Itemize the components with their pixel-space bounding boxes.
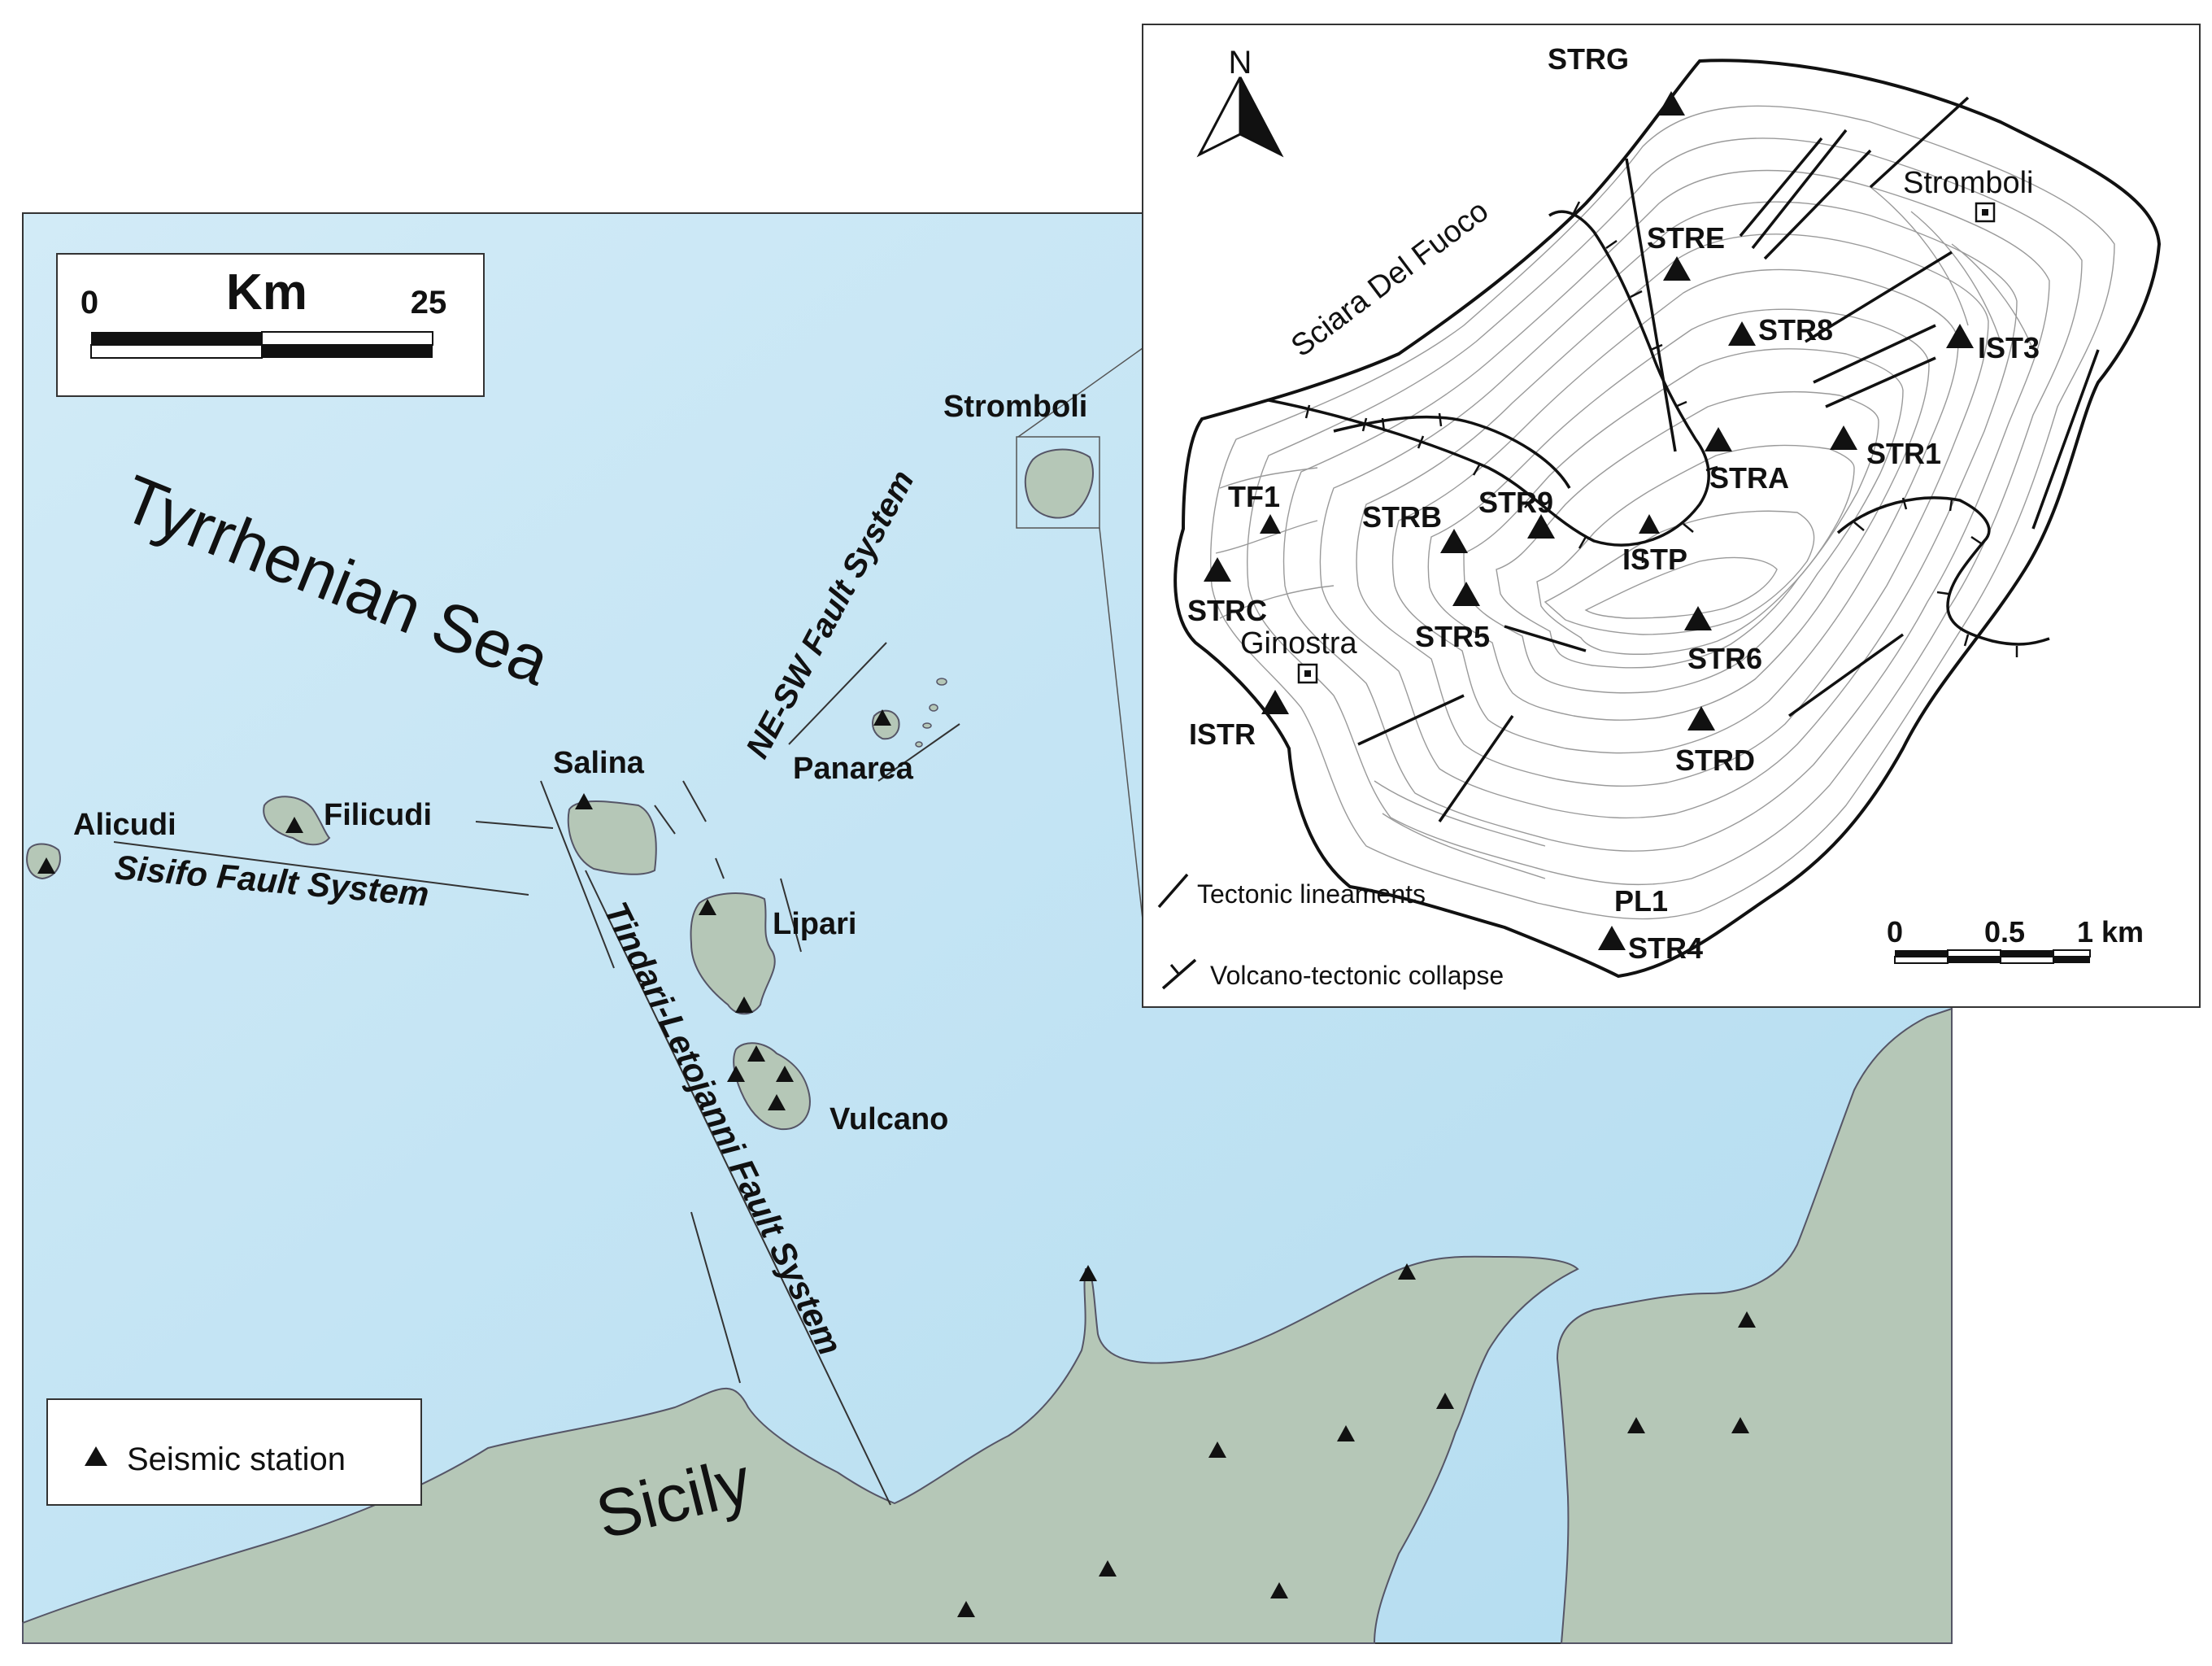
collapse-scarps (1268, 210, 2050, 646)
station-marker (285, 817, 303, 833)
island-lipari (690, 892, 776, 1015)
station-stre (1663, 256, 1691, 281)
svg-text:STRD: STRD (1675, 744, 1755, 777)
north-arrow: N (1196, 45, 1284, 158)
inset-scale-bar: 0 0.5 1 km (1887, 915, 2144, 964)
svg-text:0.5: 0.5 (1984, 915, 2025, 949)
contour-lines (1210, 105, 2115, 920)
station-marker (957, 1601, 975, 1617)
label-village-stromboli: Stromboli (1903, 166, 2034, 200)
station-istp (1639, 514, 1660, 534)
station-marker (1208, 1441, 1226, 1458)
station-str4 (1598, 926, 1626, 950)
main-stations (37, 709, 1756, 1617)
station-marker (735, 997, 753, 1013)
label-salina: Salina (553, 746, 645, 780)
label-lipari: Lipari (773, 907, 856, 941)
legend-label: Seismic station (127, 1441, 346, 1477)
label-panarea: Panarea (793, 752, 914, 786)
svg-text:STR5: STR5 (1415, 620, 1490, 653)
legend-collapse: Volcano-tectonic collapse (1210, 961, 1504, 990)
panarea-islets (915, 678, 947, 748)
legend-tectonic: Tectonic lineaments (1197, 879, 1426, 909)
inset-station-labels: STRG STRE STR8 IST3 STR1 STRA STR9 STRB … (1187, 42, 2040, 965)
station-marker (1731, 1417, 1749, 1433)
inset-stations (1204, 91, 1974, 950)
svg-text:STR4: STR4 (1628, 931, 1703, 965)
station-str8 (1728, 321, 1756, 346)
inset-island-outline (1173, 59, 2162, 979)
station-marker (37, 857, 55, 874)
station-marker (1398, 1263, 1416, 1280)
station-str6 (1684, 606, 1712, 630)
station-marker (575, 793, 593, 809)
svg-text:STRG: STRG (1548, 42, 1629, 76)
label-filicudi: Filicudi (324, 798, 432, 832)
inset-legend: Tectonic lineaments Volcano-tectonic col… (1157, 873, 1504, 990)
svg-text:0: 0 (1887, 915, 1903, 949)
label-village-ginostra: Ginostra (1240, 626, 1357, 661)
main-scale-start: 0 (81, 285, 98, 321)
label-alicudi: Alicudi (73, 808, 176, 842)
station-istr (1261, 690, 1289, 714)
svg-text:STR8: STR8 (1758, 313, 1833, 347)
island-vulcano (733, 1042, 811, 1131)
station-marker (1627, 1417, 1645, 1433)
svg-text:IST3: IST3 (1978, 331, 2040, 364)
island-stromboli (1024, 448, 1094, 519)
svg-text:STRC: STRC (1187, 594, 1267, 627)
label-vulcano: Vulcano (830, 1102, 948, 1136)
village-ginostra-marker (1297, 663, 1318, 684)
stromboli-locator-box (1016, 436, 1100, 529)
station-marker (1270, 1582, 1288, 1598)
station-marker (1337, 1425, 1355, 1441)
svg-text:STRA: STRA (1709, 461, 1789, 495)
station-marker (1099, 1560, 1117, 1577)
svg-text:PL1: PL1 (1614, 884, 1668, 918)
station-marker (1436, 1393, 1454, 1409)
station-ist3 (1946, 324, 1974, 348)
station-strc (1204, 557, 1231, 582)
svg-text:STRE: STRE (1647, 221, 1725, 255)
main-scale-end: 25 (411, 285, 447, 321)
island-salina (567, 800, 657, 875)
north-label: N (1229, 45, 1252, 81)
station-marker (747, 1045, 765, 1062)
main-scale-unit: Km (226, 264, 307, 321)
station-marker (768, 1094, 786, 1110)
fault-lines (113, 642, 960, 1506)
svg-text:TF1: TF1 (1228, 480, 1280, 513)
svg-text:STRB: STRB (1362, 500, 1442, 534)
collapse-ticks (1304, 201, 2018, 657)
station-strb (1440, 529, 1468, 553)
station-marker (776, 1066, 794, 1082)
svg-text:1 km: 1 km (2077, 915, 2144, 949)
station-strd (1687, 706, 1715, 731)
station-marker (1079, 1265, 1097, 1281)
label-stromboli: Stromboli (943, 390, 1087, 424)
station-marker (873, 709, 891, 726)
sicily-landmass (22, 1255, 1579, 1644)
station-marker (727, 1066, 745, 1082)
stromboli-inset: N Sciara Del Fuoco Stromboli Ginostra (1142, 24, 2201, 1008)
station-strg (1657, 91, 1685, 116)
legend-box: Seismic station (46, 1398, 422, 1506)
station-str1 (1830, 425, 1857, 450)
svg-text:STR9: STR9 (1478, 486, 1553, 519)
station-str5 (1452, 582, 1480, 606)
svg-text:ISTP: ISTP (1622, 543, 1687, 576)
svg-text:STR6: STR6 (1687, 642, 1762, 675)
station-stra (1705, 427, 1732, 451)
main-scale-box: 0 Km 25 (56, 253, 485, 397)
station-tf1 (1260, 514, 1281, 534)
village-stromboli-marker (1975, 202, 1996, 223)
seismic-station-icon (85, 1446, 107, 1466)
svg-text:ISTR: ISTR (1189, 717, 1256, 751)
tectonic-lineaments (1357, 96, 2100, 822)
station-marker (699, 899, 716, 915)
station-marker (1738, 1311, 1756, 1328)
svg-text:STR1: STR1 (1866, 437, 1941, 470)
station-str9 (1527, 514, 1555, 539)
